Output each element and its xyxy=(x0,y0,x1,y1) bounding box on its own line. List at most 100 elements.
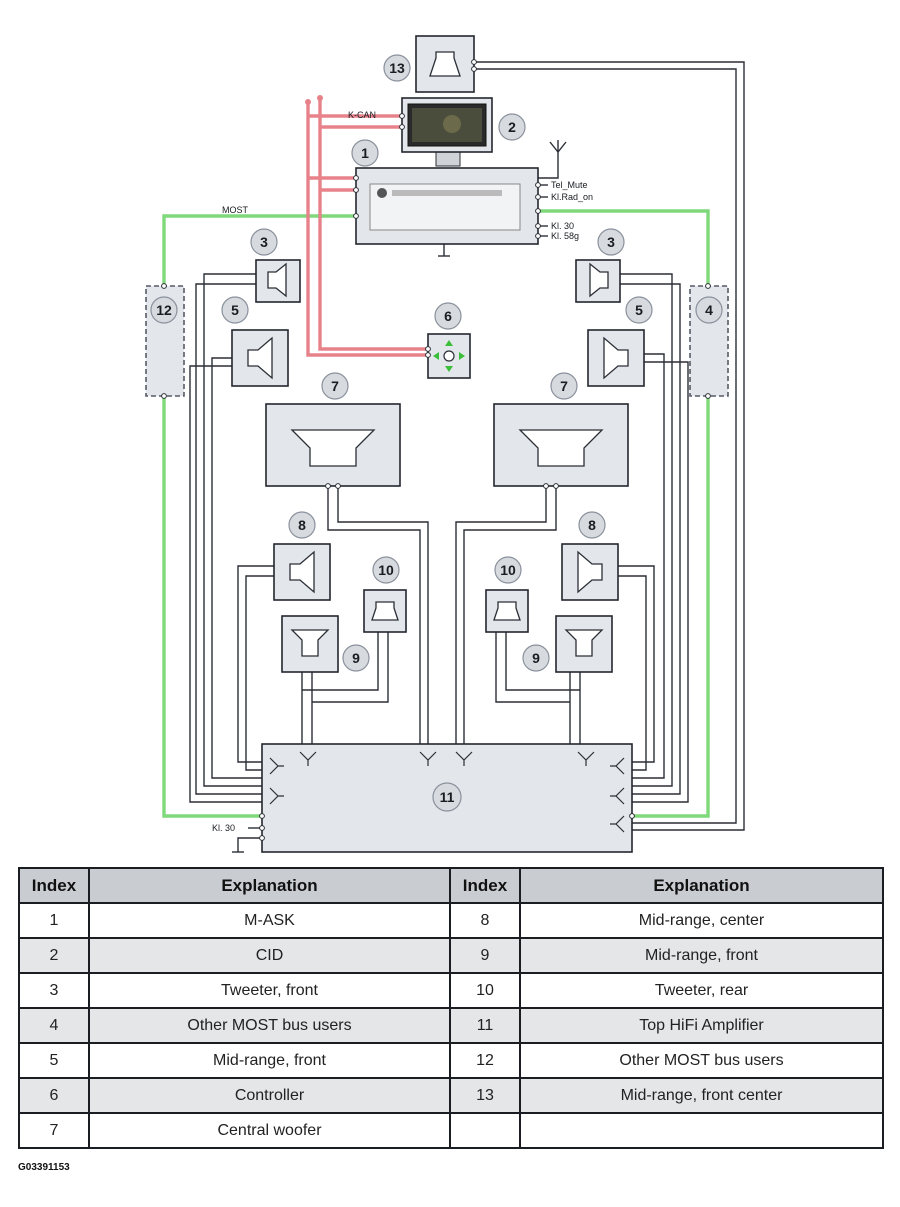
legend-cell-index: 3 xyxy=(18,972,90,1009)
kl-rad-on-label: Kl.Rad_on xyxy=(551,192,593,202)
badge-8-right: 8 xyxy=(578,511,606,539)
most-label: MOST xyxy=(222,205,249,215)
badge-1: 1 xyxy=(351,139,379,167)
legend-cell-explanation: Mid-range, front center xyxy=(519,1077,884,1114)
component-7-left-box xyxy=(265,403,401,487)
legend-row: 3 Tweeter, front 10 Tweeter, rear xyxy=(18,972,884,1009)
badge-9-left: 9 xyxy=(342,644,370,672)
component-8-left-box xyxy=(273,543,331,601)
legend-header-explanation: Explanation xyxy=(88,867,451,904)
legend-cell-explanation: Mid-range, center xyxy=(519,902,884,939)
badge-13: 13 xyxy=(383,54,411,82)
svg-text:1: 1 xyxy=(361,145,369,161)
badge-10-left: 10 xyxy=(372,556,400,584)
legend-header-index: Index xyxy=(18,867,90,904)
component-2-cid xyxy=(401,97,493,153)
tel-mute-label: Tel_Mute xyxy=(551,180,588,190)
legend-cell-index: 11 xyxy=(449,1007,521,1044)
badge-3-left: 3 xyxy=(250,228,278,256)
component-8-right-box xyxy=(561,543,619,601)
component-7-right-box xyxy=(493,403,629,487)
component-5-left-box xyxy=(231,329,289,387)
component-1-m-ask xyxy=(355,167,539,245)
svg-text:9: 9 xyxy=(352,650,360,666)
legend-row: 6 Controller 13 Mid-range, front center xyxy=(18,1077,884,1114)
component-3-left-box xyxy=(255,259,301,303)
svg-text:7: 7 xyxy=(331,378,339,394)
wiring-diagram: K-CAN MOST Tel_Mute Kl.Rad_on Kl. 30 Kl.… xyxy=(145,35,745,853)
svg-text:10: 10 xyxy=(500,562,516,578)
component-10-right-box xyxy=(485,589,529,633)
index-badges: 13 2 1 3 3 12 4 5 5 6 7 7 8 8 10 10 9 9 … xyxy=(150,54,723,812)
badge-7-right: 7 xyxy=(550,372,578,400)
svg-text:11: 11 xyxy=(440,789,455,805)
legend-cell-explanation: Mid-range, front xyxy=(519,937,884,974)
legend-header-row: Index Explanation Index Explanation xyxy=(18,867,884,904)
badge-10-right: 10 xyxy=(494,556,522,584)
legend-row: 2 CID 9 Mid-range, front xyxy=(18,937,884,974)
badge-8-left: 8 xyxy=(288,511,316,539)
legend-cell-explanation: Top HiFi Amplifier xyxy=(519,1007,884,1044)
legend-cell-index: 1 xyxy=(18,902,90,939)
svg-text:2: 2 xyxy=(508,119,516,135)
legend-row: 7 Central woofer xyxy=(18,1112,884,1149)
badge-3-right: 3 xyxy=(597,228,625,256)
legend-cell-index: 7 xyxy=(18,1112,90,1149)
legend-cell-index: 6 xyxy=(18,1077,90,1114)
legend-cell-explanation: Other MOST bus users xyxy=(88,1007,451,1044)
legend-cell-explanation: Central woofer xyxy=(88,1112,451,1149)
svg-text:7: 7 xyxy=(560,378,568,394)
component-13-box xyxy=(415,35,475,93)
svg-text:5: 5 xyxy=(635,302,643,318)
legend-cell-explanation: Mid-range, front xyxy=(88,1042,451,1079)
signal-labels: K-CAN MOST Tel_Mute Kl.Rad_on Kl. 30 Kl.… xyxy=(212,110,593,833)
component-5-right-box xyxy=(587,329,645,387)
legend-cell-index: 13 xyxy=(449,1077,521,1114)
legend-row: 1 M-ASK 8 Mid-range, center xyxy=(18,902,884,939)
legend-cell-index: 12 xyxy=(449,1042,521,1079)
legend-cell-explanation xyxy=(519,1112,884,1149)
svg-text:6: 6 xyxy=(444,308,452,324)
badge-5-left: 5 xyxy=(221,296,249,324)
badge-9-right: 9 xyxy=(522,644,550,672)
legend-cell-index: 2 xyxy=(18,937,90,974)
legend-cell-explanation: Other MOST bus users xyxy=(519,1042,884,1079)
legend-row: 5 Mid-range, front 12 Other MOST bus use… xyxy=(18,1042,884,1079)
speaker-wires xyxy=(189,61,745,853)
k-can-bus xyxy=(305,95,428,357)
legend-cell-explanation: Tweeter, front xyxy=(88,972,451,1009)
component-9-right-box xyxy=(555,615,613,673)
legend-row: 4 Other MOST bus users 11 Top HiFi Ampli… xyxy=(18,1007,884,1044)
legend-table: Index Explanation Index Explanation 1 M-… xyxy=(18,867,884,1149)
badge-12: 12 xyxy=(150,296,178,324)
legend-cell-index: 9 xyxy=(449,937,521,974)
svg-text:3: 3 xyxy=(607,234,615,250)
badge-7-left: 7 xyxy=(321,372,349,400)
svg-text:12: 12 xyxy=(156,302,172,318)
legend-cell-index: 10 xyxy=(449,972,521,1009)
figure-id: G03391153 xyxy=(18,1162,70,1173)
legend-header-index: Index xyxy=(449,867,521,904)
legend-cell-index: 4 xyxy=(18,1007,90,1044)
component-10-left-box xyxy=(363,589,407,633)
svg-text:5: 5 xyxy=(231,302,239,318)
terminals xyxy=(161,59,711,841)
component-9-left-box xyxy=(281,615,339,673)
kl58g-label: Kl. 58g xyxy=(551,231,579,241)
badge-2: 2 xyxy=(498,113,526,141)
amp-kl30-label: Kl. 30 xyxy=(212,823,235,833)
svg-text:4: 4 xyxy=(705,302,713,318)
badge-5-right: 5 xyxy=(625,296,653,324)
component-3-right-box xyxy=(575,259,621,303)
legend-cell-index: 5 xyxy=(18,1042,90,1079)
svg-text:13: 13 xyxy=(389,60,405,76)
most-bus xyxy=(162,209,710,818)
k-can-label: K-CAN xyxy=(348,110,376,120)
legend-cell-explanation: Controller xyxy=(88,1077,451,1114)
kl30-label: Kl. 30 xyxy=(551,221,574,231)
legend-cell-explanation: CID xyxy=(88,937,451,974)
badge-11: 11 xyxy=(432,782,462,812)
badge-6: 6 xyxy=(434,302,462,330)
svg-text:8: 8 xyxy=(298,517,306,533)
svg-text:9: 9 xyxy=(532,650,540,666)
